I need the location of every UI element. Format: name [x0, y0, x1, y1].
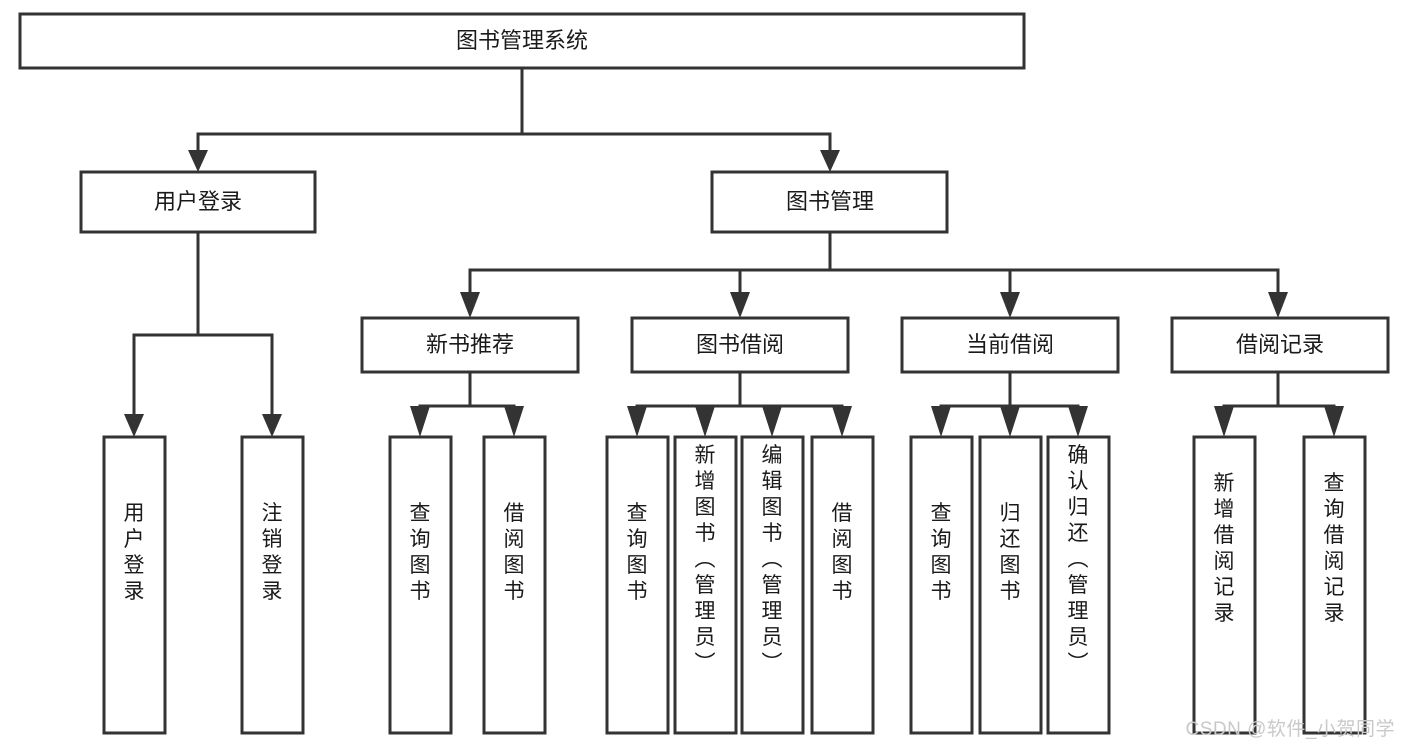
- arrowhead-leaf-add-book: [695, 406, 715, 437]
- leaf-layer: 用户登录 注销登录 查询图书 借阅图书 查询图书 新增图书︵管理员︶: [102, 435, 1367, 735]
- book-management-box[interactable]: [710, 170, 949, 234]
- leaf-user-login-box[interactable]: [102, 435, 167, 735]
- leaf-query-book-1-label: 查询图书: [410, 502, 431, 603]
- arrowhead-book-management: [820, 150, 840, 172]
- node-leaf-query-book-2[interactable]: 查询图书: [605, 435, 670, 735]
- arrowhead-borrow-record: [1268, 292, 1288, 318]
- node-leaf-add-book[interactable]: 新增图书︵管理员︶: [673, 435, 738, 735]
- leaf-query-book-3-label: 查询图书: [931, 502, 952, 603]
- arrowhead-book-borrow: [730, 292, 750, 318]
- connector-layer: [124, 66, 1344, 437]
- node-leaf-borrow-book-2[interactable]: 借阅图书: [810, 435, 875, 735]
- arrowhead-leaf-query-book-1: [410, 406, 430, 437]
- leaf-return-book-box[interactable]: [978, 435, 1043, 735]
- arrowhead-current-borrow: [1000, 292, 1020, 318]
- leaf-query-record-box[interactable]: [1302, 435, 1367, 735]
- node-leaf-confirm-return[interactable]: 确认归还︵管理员︶: [1046, 435, 1111, 735]
- arrowhead-leaf-add-record: [1214, 406, 1234, 437]
- leaf-confirm-return-box[interactable]: [1046, 435, 1111, 735]
- leaf-user-login-label: 用户登录: [124, 502, 145, 603]
- leaf-add-book-box[interactable]: [673, 435, 738, 735]
- leaf-logout-login-box[interactable]: [240, 435, 305, 735]
- borrow-record-label: 借阅记录: [1236, 332, 1324, 357]
- leaf-borrow-book-1-box[interactable]: [482, 435, 547, 735]
- leaf-add-book-label: 新增图书︵管理员︶: [695, 444, 716, 675]
- arrowhead-leaf-query-book-3: [931, 406, 951, 437]
- user-login-box[interactable]: [79, 170, 317, 234]
- leaf-return-book-label: 归还图书: [1000, 502, 1021, 603]
- leaf-query-book-1-box[interactable]: [388, 435, 453, 735]
- root-box[interactable]: [18, 12, 1026, 70]
- node-leaf-user-login[interactable]: 用户登录: [102, 435, 167, 735]
- book-borrow-box[interactable]: [630, 316, 850, 374]
- arrowhead-leaf-edit-book: [762, 406, 782, 437]
- node-leaf-add-record[interactable]: 新增借阅记录: [1192, 435, 1257, 735]
- leaf-query-book-2-box[interactable]: [605, 435, 670, 735]
- node-book-management[interactable]: 图书管理: [710, 170, 949, 234]
- borrow-record-box[interactable]: [1170, 316, 1390, 374]
- node-user-login[interactable]: 用户登录: [79, 170, 317, 234]
- leaf-edit-book-label: 编辑图书︵管理员︶: [762, 444, 783, 675]
- arrowhead-new-book-recommend: [460, 292, 480, 318]
- leaf-query-book-2-label: 查询图书: [627, 502, 648, 603]
- leaf-borrow-book-2-box[interactable]: [810, 435, 875, 735]
- node-leaf-edit-book[interactable]: 编辑图书︵管理员︶: [740, 435, 805, 735]
- node-new-book-recommend[interactable]: 新书推荐: [360, 316, 580, 374]
- new-book-recommend-label: 新书推荐: [426, 332, 514, 357]
- csdn-watermark: CSDN @软件_小贺同学: [1185, 719, 1395, 740]
- arrowhead-leaf-borrow-book-1: [504, 406, 524, 437]
- new-book-recommend-box[interactable]: [360, 316, 580, 374]
- leaf-query-record-label: 查询借阅记录: [1324, 472, 1345, 625]
- node-leaf-query-record[interactable]: 查询借阅记录: [1302, 435, 1367, 735]
- leaf-borrow-book-2-label: 借阅图书: [832, 502, 853, 603]
- node-leaf-logout-login[interactable]: 注销登录: [240, 435, 305, 735]
- node-borrow-record[interactable]: 借阅记录: [1170, 316, 1390, 374]
- node-current-borrow[interactable]: 当前借阅: [900, 316, 1120, 374]
- leaf-query-book-3-box[interactable]: [909, 435, 974, 735]
- current-borrow-box[interactable]: [900, 316, 1120, 374]
- node-root[interactable]: 图书管理系统: [18, 12, 1026, 70]
- node-leaf-query-book-3[interactable]: 查询图书: [909, 435, 974, 735]
- leaf-add-record-box[interactable]: [1192, 435, 1257, 735]
- arrowhead-leaf-query-record: [1324, 406, 1344, 437]
- user-login-label: 用户登录: [154, 189, 242, 214]
- root-label: 图书管理系统: [456, 28, 588, 53]
- book-management-label: 图书管理: [786, 189, 874, 214]
- book-borrow-label: 图书借阅: [696, 332, 784, 357]
- leaf-edit-book-box[interactable]: [740, 435, 805, 735]
- arrowhead-leaf-borrow-book-2: [832, 406, 852, 437]
- leaf-borrow-book-1-label: 借阅图书: [504, 502, 525, 603]
- node-leaf-borrow-book-1[interactable]: 借阅图书: [482, 435, 547, 735]
- leaf-add-record-label: 新增借阅记录: [1214, 472, 1235, 625]
- arrowhead-user-login: [188, 150, 208, 172]
- arrowhead-leaf-query-book-2: [627, 406, 647, 437]
- arrowhead-leaf-logout-login: [262, 414, 282, 437]
- leaf-confirm-return-label: 确认归还︵管理员︶: [1068, 444, 1089, 675]
- node-leaf-query-book-1[interactable]: 查询图书: [388, 435, 453, 735]
- current-borrow-label: 当前借阅: [966, 332, 1054, 357]
- leaf-logout-login-label: 注销登录: [262, 502, 283, 603]
- node-book-borrow[interactable]: 图书借阅: [630, 316, 850, 374]
- arrowhead-leaf-confirm-return: [1068, 406, 1088, 437]
- arrowhead-leaf-return-book: [1000, 406, 1020, 437]
- node-leaf-return-book[interactable]: 归还图书: [978, 435, 1043, 735]
- arrowhead-leaf-user-login: [124, 414, 144, 437]
